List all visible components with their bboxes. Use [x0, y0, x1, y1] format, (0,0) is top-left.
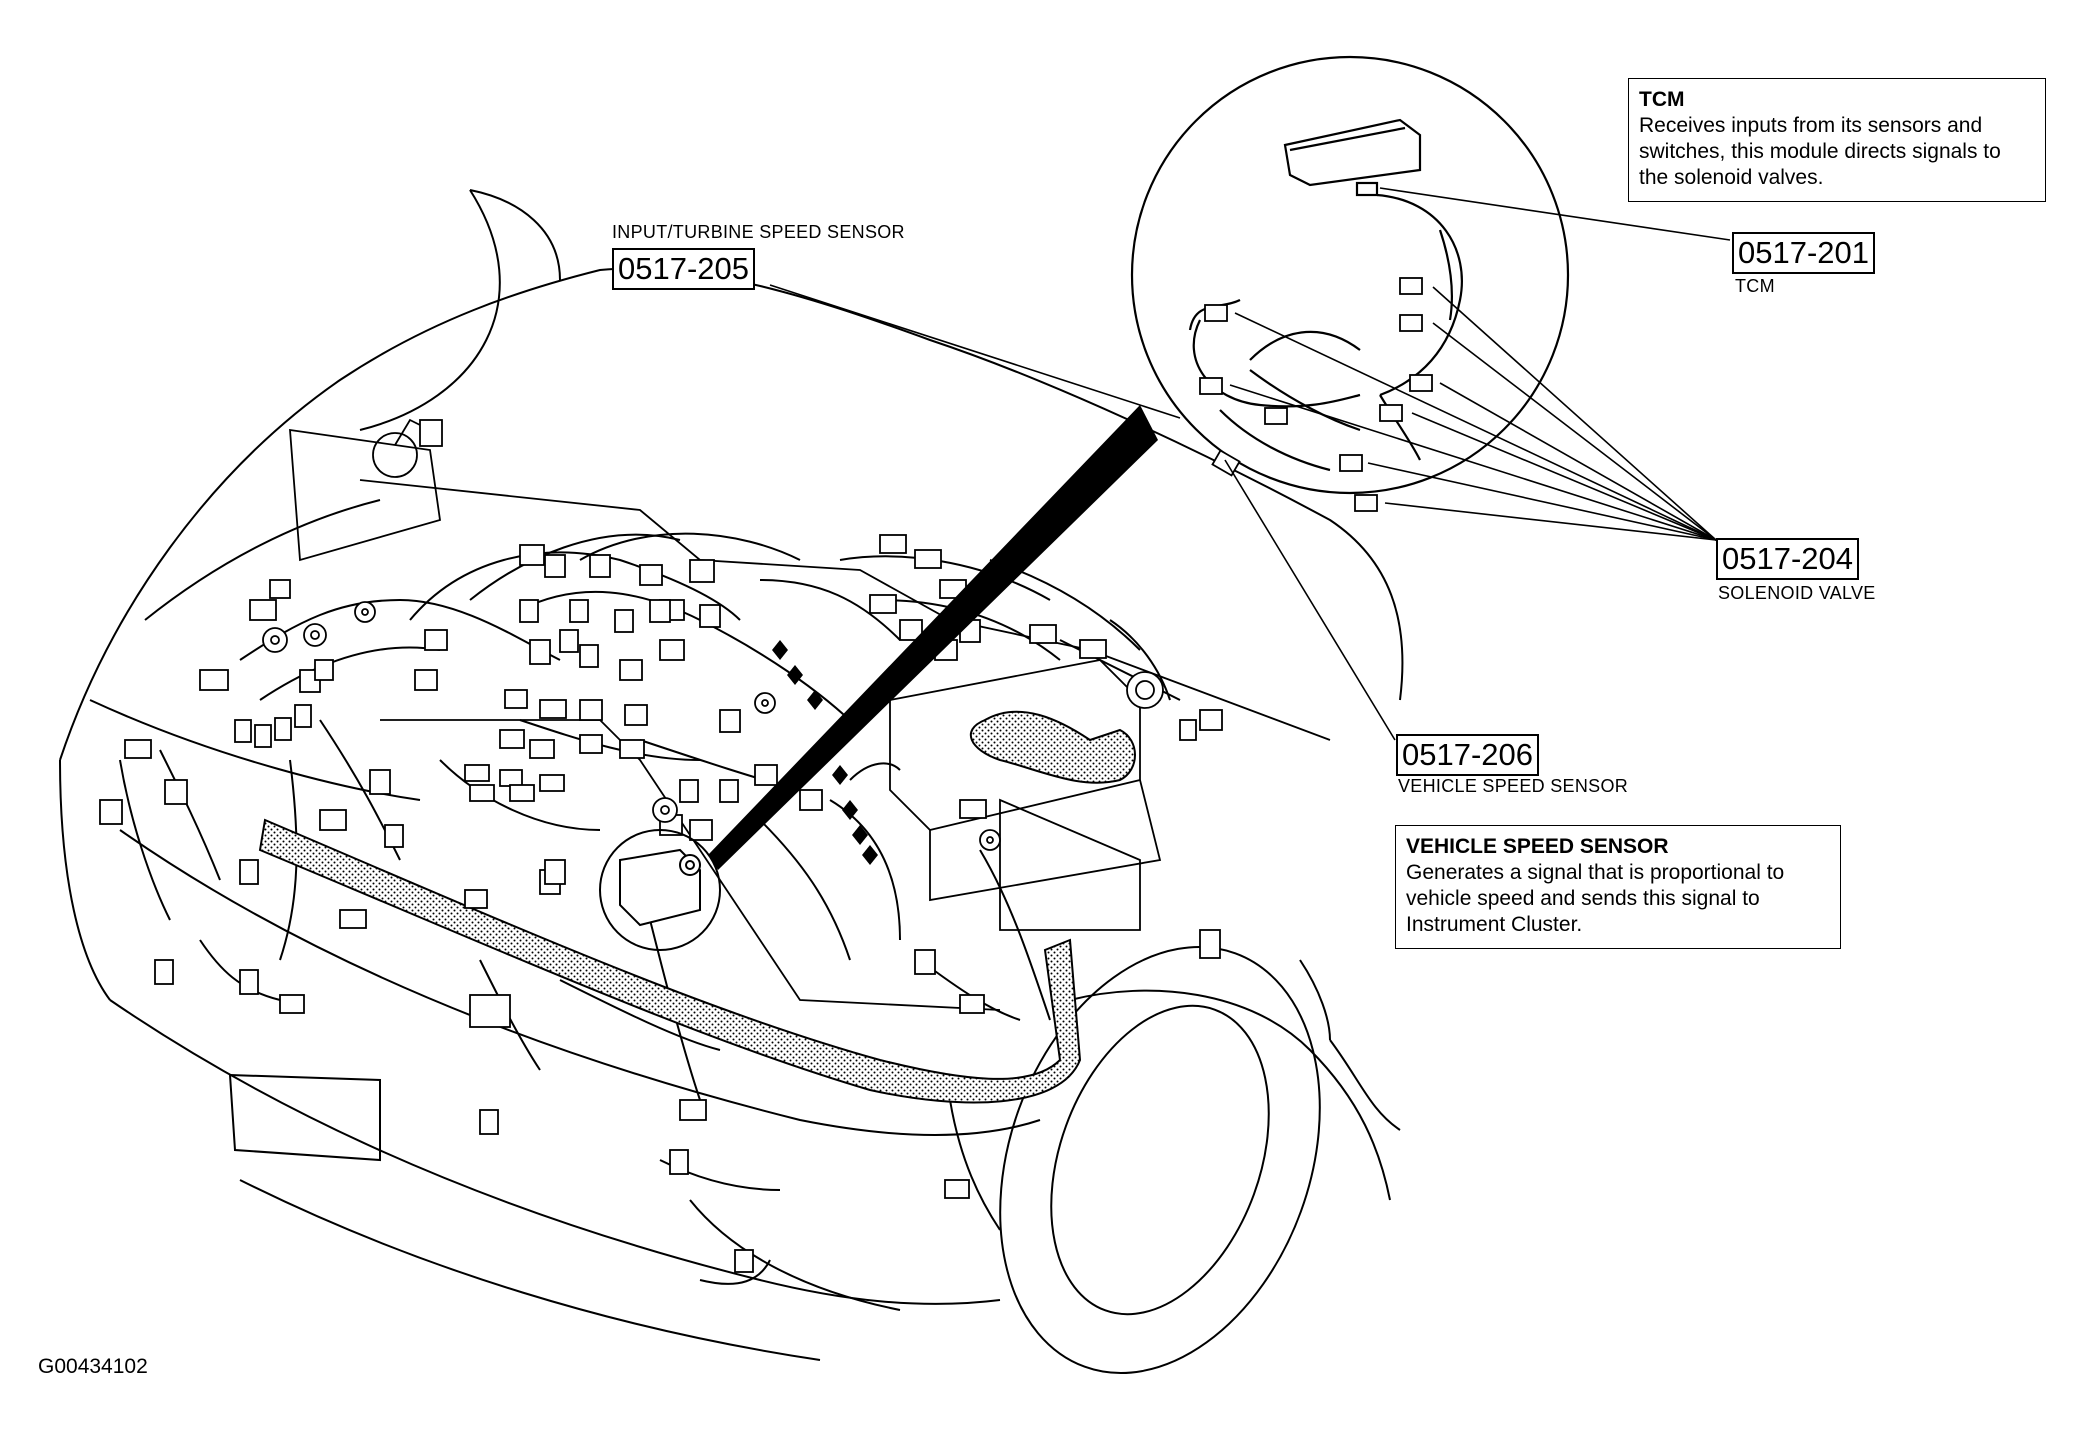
vehicle-speed-sensor-code: 0517-206: [1396, 734, 1540, 776]
vss-detail-circle: [599, 829, 721, 951]
car-body-outline: [59, 189, 1404, 1375]
input-turbine-sensor-label: INPUT/TURBINE SPEED SENSOR: [612, 222, 905, 242]
tcm-label: TCM: [1735, 276, 1775, 296]
main-harness-dotted: [258, 710, 1136, 1104]
vehicle-speed-sensor-info-title: VEHICLE SPEED SENSOR: [1406, 835, 1669, 858]
vehicle-speed-sensor-info-line-2: vehicle speed and sends this signal to: [1406, 887, 1760, 910]
vehicle-speed-sensor-info-line-3: Instrument Cluster.: [1406, 913, 1583, 936]
vehicle-speed-sensor-info-line-1: Generates a signal that is proportional …: [1406, 861, 1785, 884]
harness-connectors: [99, 419, 1223, 1273]
tcm-info-line-1: Receives inputs from its sensors and: [1639, 114, 1983, 137]
input-turbine-sensor-code: 0517-205: [612, 248, 756, 290]
solenoid-valve-label: SOLENOID VALVE: [1718, 583, 1876, 603]
tcm-circle-connectors: [1199, 277, 1433, 512]
tcm-info-line-3: the solenoid valves.: [1639, 166, 1824, 189]
tcm-info-title: TCM: [1639, 88, 1685, 111]
tcm-info-line-2: switches, this module directs signals to: [1639, 140, 2001, 163]
tcm-detail-circle: [1130, 55, 1570, 495]
tcm-info-box: TCM Receives inputs from its sensors and…: [1628, 78, 2046, 202]
vehicle-speed-sensor-info-box: VEHICLE SPEED SENSOR Generates a signal …: [1395, 825, 1841, 949]
figure-id: G00434102: [38, 1355, 148, 1378]
leader-lines: [769, 187, 1731, 741]
ring-terminals: [262, 601, 1164, 851]
tcm-code: 0517-201: [1732, 232, 1876, 274]
magnification-wedge: [708, 405, 1158, 870]
vehicle-speed-sensor-label: VEHICLE SPEED SENSOR: [1398, 776, 1629, 796]
solenoid-valve-code: 0517-204: [1716, 538, 1860, 580]
